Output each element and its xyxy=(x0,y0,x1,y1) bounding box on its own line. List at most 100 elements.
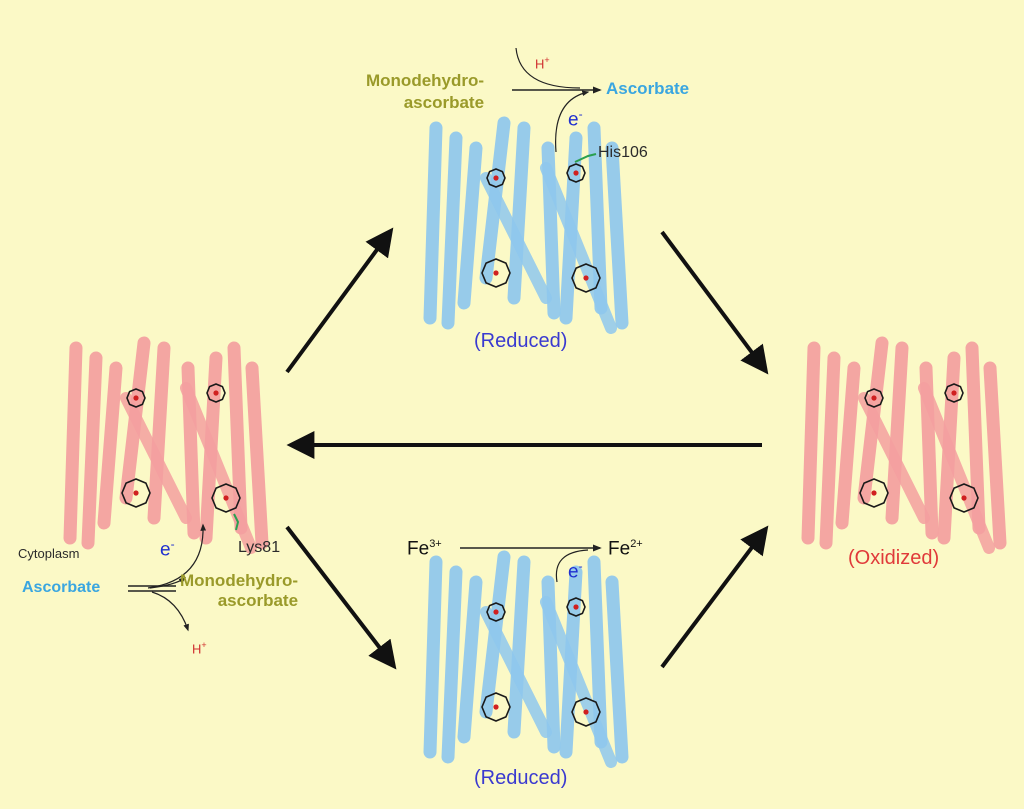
iron-atom xyxy=(951,390,957,396)
oxidized-label: (Oxidized) xyxy=(848,547,940,569)
helix xyxy=(918,382,995,554)
helix xyxy=(81,351,103,550)
helix xyxy=(507,555,531,739)
reduced-protein-top xyxy=(423,116,629,334)
reduced-bottom-label: (Reduced) xyxy=(474,767,568,789)
iron-atom xyxy=(583,275,589,281)
heme-group xyxy=(481,692,511,722)
heme-group xyxy=(571,263,601,293)
oxidized-protein-right xyxy=(801,336,1007,554)
top-product-label: Ascorbate xyxy=(606,79,690,98)
top-reactant-label: Monodehydro- ascorbate xyxy=(366,71,485,112)
heme-group xyxy=(944,383,964,403)
top-proton-symbol: H xyxy=(535,56,545,72)
lys-side-chain xyxy=(233,513,240,531)
heme-group xyxy=(126,388,146,408)
fe3-label: Fe3+ xyxy=(407,538,442,560)
left-proton-label: H+ xyxy=(192,640,207,657)
top-proton-charge: + xyxy=(544,55,550,65)
arrow-left-to-bottom xyxy=(285,525,397,670)
iron-atom xyxy=(493,175,499,181)
helix xyxy=(457,575,483,744)
left-proton-charge: + xyxy=(201,640,207,650)
helix xyxy=(457,141,483,310)
iron-atom xyxy=(573,170,579,176)
helix xyxy=(180,382,257,554)
heme-group xyxy=(566,163,586,183)
helix xyxy=(120,392,192,524)
heme-group xyxy=(211,483,241,513)
helix xyxy=(147,341,171,525)
lys81-label: Lys81 xyxy=(238,539,281,556)
cytoplasm-label: Cytoplasm xyxy=(18,546,80,561)
his106-label: His106 xyxy=(598,144,648,161)
top-electron-symbol: e xyxy=(568,109,579,131)
fe3-charge: 3+ xyxy=(429,538,442,550)
iron-atom xyxy=(493,270,499,276)
helix xyxy=(819,351,841,550)
iron-atom xyxy=(573,604,579,610)
arrow-left-to-top xyxy=(285,227,394,374)
arrow-top-to-right xyxy=(660,230,769,375)
iron-atom xyxy=(223,495,229,501)
heme-group xyxy=(864,388,884,408)
iron-atom xyxy=(871,395,877,401)
helix xyxy=(605,575,629,764)
his-side-chain xyxy=(574,153,597,163)
helix xyxy=(441,565,463,764)
helix xyxy=(441,131,463,330)
heme-group xyxy=(571,697,601,727)
reduced-top-label: (Reduced) xyxy=(474,330,568,352)
reduced-protein-bottom xyxy=(423,550,629,768)
heme-group xyxy=(486,168,506,188)
helix xyxy=(507,121,531,305)
helix xyxy=(885,341,909,525)
left-electron-curve xyxy=(147,523,207,589)
top-proton-label: H+ xyxy=(535,55,550,72)
helix xyxy=(858,392,930,524)
bottom-electron-label: e- xyxy=(568,560,583,581)
heme-group xyxy=(206,383,226,403)
heme-group xyxy=(949,483,979,513)
left-product-curve xyxy=(149,577,187,589)
left-electron-label: e- xyxy=(160,538,175,559)
helix xyxy=(835,361,861,530)
bottom-electron-curve xyxy=(555,549,589,583)
helix xyxy=(63,341,83,545)
iron-atom xyxy=(961,495,967,501)
iron-atom xyxy=(871,490,877,496)
helix xyxy=(423,555,443,759)
iron-atom xyxy=(493,609,499,615)
fe2-label: Fe2+ xyxy=(608,538,643,560)
iron-atom xyxy=(493,704,499,710)
helix xyxy=(801,341,821,545)
iron-atom xyxy=(133,490,139,496)
fe2-symbol: Fe xyxy=(608,538,631,560)
left-proton-symbol: H xyxy=(192,641,202,657)
heme-group xyxy=(121,478,151,508)
heme-group xyxy=(566,597,586,617)
left-electron-charge: - xyxy=(170,537,175,551)
fe3-symbol: Fe xyxy=(407,538,430,560)
bottom-electron-charge: - xyxy=(578,559,583,573)
heme-group xyxy=(486,602,506,622)
left-electron-symbol: e xyxy=(160,539,171,561)
left-ascorbate-label: Ascorbate xyxy=(22,579,101,596)
top-electron-label: e- xyxy=(568,108,583,129)
iron-atom xyxy=(213,390,219,396)
helix xyxy=(97,361,123,530)
fe2-charge: 2+ xyxy=(630,538,643,550)
top-electron-charge: - xyxy=(578,107,583,121)
helix xyxy=(983,361,1007,550)
helix xyxy=(540,596,617,768)
helix xyxy=(423,121,443,325)
oxidized-protein-left xyxy=(63,336,269,554)
helix xyxy=(540,162,617,334)
iron-atom xyxy=(583,709,589,715)
top-proton-curve xyxy=(515,47,581,89)
heme-group xyxy=(859,478,889,508)
left-proton-curve xyxy=(151,591,189,632)
arrow-bottom-to-right xyxy=(660,525,769,669)
helix xyxy=(480,606,552,738)
